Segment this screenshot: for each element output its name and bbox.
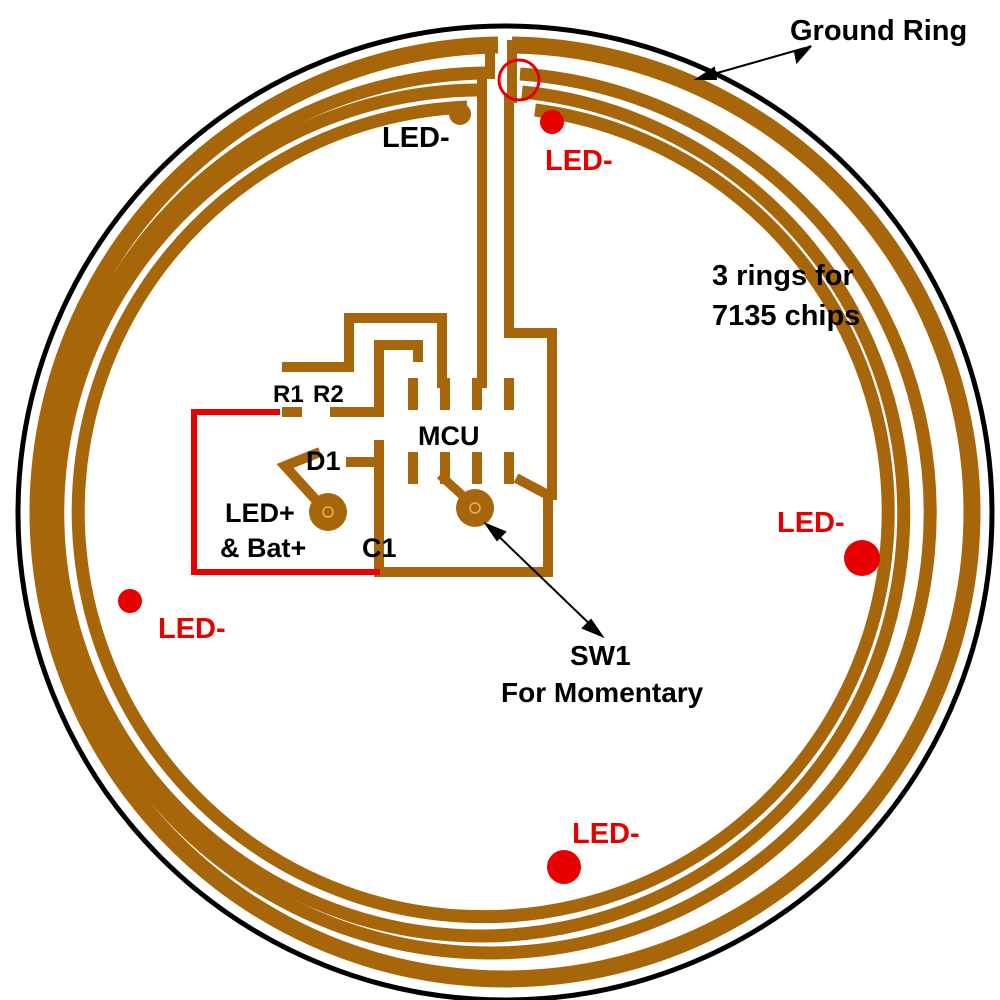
sw1-label-line2: For Momentary — [501, 677, 704, 708]
led-plus-pad-hole — [322, 506, 334, 518]
trace-c1-loop — [374, 440, 553, 577]
led-dot-top — [540, 110, 564, 134]
sw1-label-line1: SW1 — [570, 640, 631, 671]
mcu-pin-6 — [440, 452, 450, 484]
sw1-pad — [456, 489, 494, 527]
led-dot-right — [844, 540, 880, 576]
r2-label: R2 — [313, 381, 344, 408]
led-minus-top-label: LED- — [545, 145, 613, 177]
ground-ring — [29, 36, 981, 988]
trace-r2 — [330, 340, 423, 417]
trace-vertical-left — [477, 45, 495, 388]
c1-label: C1 — [362, 533, 397, 563]
mcu-pin-1 — [408, 378, 418, 410]
led-dot-bottom — [547, 850, 581, 884]
rings-label-line1: 3 rings for — [712, 260, 854, 292]
led-minus-right-label: LED- — [777, 507, 845, 539]
led-minus-pad — [449, 103, 471, 125]
mcu-pins — [408, 378, 514, 484]
sw1-pad-hole — [469, 502, 481, 514]
mcu-pin-2 — [440, 378, 450, 410]
led-plus-label-line2: & Bat+ — [220, 533, 306, 563]
led-plus-pad — [309, 493, 347, 531]
led-plus-label-line1: LED+ — [225, 498, 295, 528]
d1-label: D1 — [306, 446, 341, 476]
mcu-label: MCU — [418, 421, 480, 451]
led-minus-black-label: LED- — [382, 122, 450, 154]
led-minus-bottom-label: LED- — [572, 818, 640, 850]
ground-ring-label: Ground Ring — [790, 15, 967, 47]
trace-led-plus — [276, 447, 329, 514]
led-ring-outer — [43, 66, 937, 960]
led-ring-inner — [71, 100, 895, 924]
led-dot-left — [118, 589, 142, 613]
trace-vertical-right — [504, 40, 557, 500]
trace-r1-top — [282, 313, 447, 388]
mcu-pin-4 — [504, 378, 514, 410]
mcu-pin-5 — [408, 452, 418, 484]
mcu-pin-7 — [472, 452, 482, 484]
led-ring-middle — [51, 83, 911, 943]
red-marker-circle — [497, 58, 541, 102]
mcu-pin-8 — [504, 452, 514, 484]
red-wire — [191, 409, 380, 575]
rings-label-line2: 7135 chips — [712, 300, 860, 332]
led-minus-left-label: LED- — [158, 613, 226, 645]
mcu-pin-3 — [472, 378, 482, 410]
ground-ring-arrow — [693, 45, 812, 80]
sw1-arrow — [483, 521, 605, 639]
r1-label: R1 — [273, 381, 304, 408]
board-outline — [15, 23, 995, 1000]
